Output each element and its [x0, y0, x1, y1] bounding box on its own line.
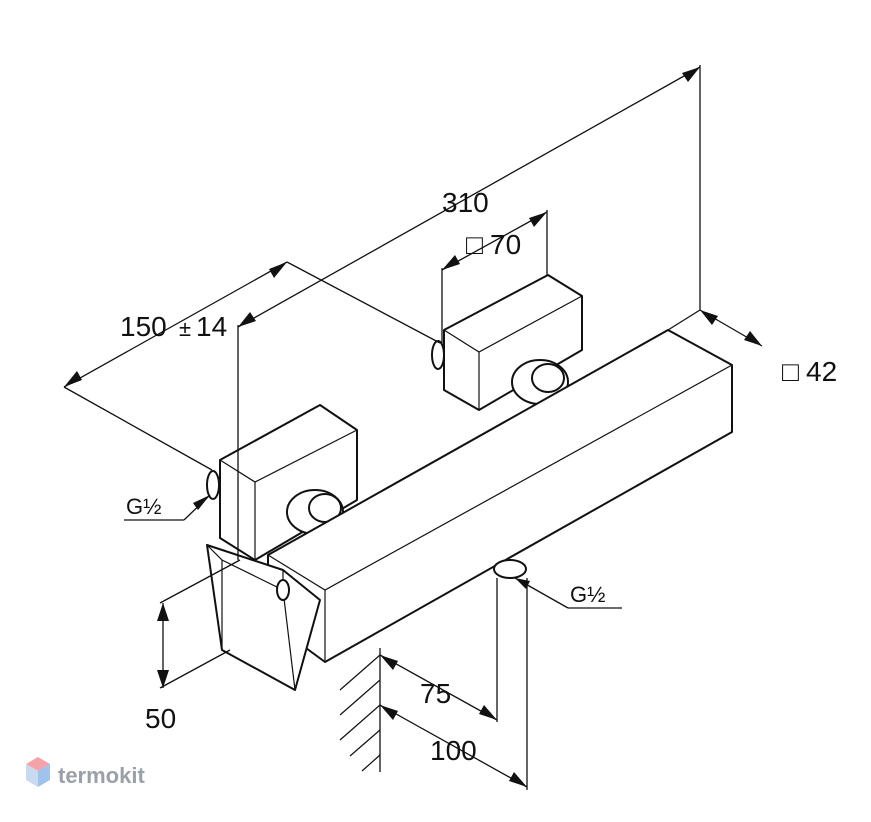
hexagon-logo-icon [26, 757, 50, 787]
tolerance-symbol: ± [179, 316, 191, 341]
leader-inlet [124, 494, 211, 521]
label-inlet-thread: G½ [126, 494, 161, 519]
label-14: 14 [196, 311, 227, 342]
label-flange-70: □ 70 [466, 229, 521, 260]
label-310: 310 [442, 187, 489, 218]
label-70: 70 [490, 229, 521, 260]
label-outlet-thread: G½ [570, 582, 605, 607]
dim-150 [63, 261, 441, 471]
label-50: 50 [145, 703, 176, 734]
label-body-42: □ 42 [782, 356, 837, 387]
wall-hatch [339, 648, 381, 772]
dim-50 [157, 559, 241, 689]
label-150: 150 [120, 311, 167, 342]
dim-75 [379, 578, 498, 722]
label-75: 75 [420, 678, 451, 709]
brand-text: termokit [58, 763, 145, 788]
label-150-tolerance: 150 ± 14 [120, 311, 227, 342]
square-symbol-70: □ [466, 229, 483, 260]
square-symbol-42: □ [782, 356, 799, 387]
label-100: 100 [430, 735, 477, 766]
label-42: 42 [806, 356, 837, 387]
watermark: termokit [26, 757, 145, 788]
dim-100 [379, 578, 528, 790]
dim-310 [237, 65, 701, 560]
right-flange [431, 274, 583, 411]
leader-outlet [514, 577, 622, 609]
dim-42 [667, 309, 763, 347]
dim-70 [441, 210, 548, 345]
lever-handle [206, 544, 321, 691]
